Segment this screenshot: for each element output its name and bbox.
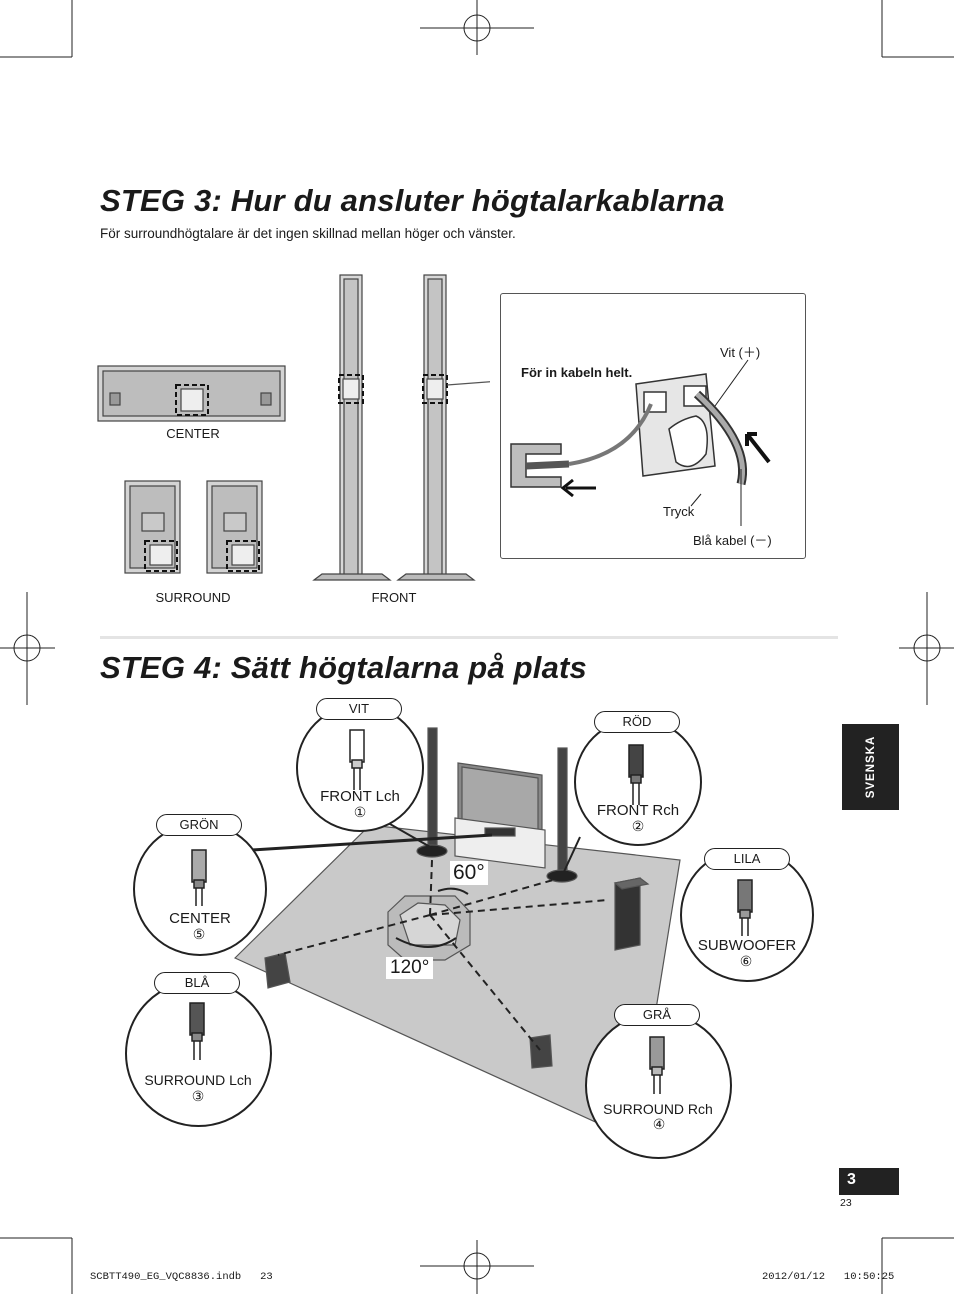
speaker-illustrations (97, 274, 490, 581)
tag-center: GRÖN (156, 814, 242, 836)
step4-title: STEG 4: Sätt högtalarna på plats (100, 650, 587, 685)
tag-front-rch: RÖD (594, 711, 680, 733)
section-number: 3 (847, 1171, 856, 1188)
footer-date: 2012/01/12 10:50:25 (762, 1271, 895, 1283)
label-surround-rch: SURROUND Rch (603, 1101, 713, 1117)
footer-file: SCBTT490_EG_VQC8836.indb 23 (90, 1271, 273, 1283)
connector-icon-purple (737, 879, 753, 936)
caption-front: FRONT (371, 590, 417, 605)
language-tab: SVENSKA (842, 724, 899, 810)
caption-center: CENTER (166, 426, 220, 441)
cable-insertion-inset: För in kabeln helt. Vit (＋) Tryck Blå ka… (500, 293, 806, 559)
page-number: 23 (840, 1197, 852, 1209)
inset-instruction: För in kabeln helt. (521, 365, 633, 380)
tag-subwoofer: LILA (704, 848, 790, 870)
step3-title: STEG 3: Hur du ansluter högtalarkablarna (100, 183, 725, 218)
connector-icon-green (191, 849, 207, 906)
connector-icon-white (349, 729, 365, 790)
section-number-box: 3 (839, 1168, 899, 1195)
tag-surround-rch: GRÅ (614, 1004, 700, 1026)
angle-front: 60° (450, 861, 488, 885)
callout-center (133, 822, 267, 956)
inset-push-label: Tryck (663, 504, 695, 519)
section-divider (100, 636, 838, 639)
caption-surround: SURROUND (155, 590, 231, 605)
label-surround-lch: SURROUND Lch (144, 1072, 252, 1088)
inset-blue-label: Blå kabel (－) (693, 533, 772, 548)
num-center: ⑤ (192, 926, 206, 942)
connector-icon-blue (189, 1002, 205, 1060)
cable-terminal-illustration (510, 359, 771, 526)
num-front-lch: ① (353, 804, 367, 820)
connector-icon-red (628, 744, 644, 805)
num-surround-lch: ③ (191, 1088, 205, 1104)
connector-icon-gray (649, 1036, 665, 1094)
label-center: CENTER (169, 910, 231, 927)
tag-front-lch: VIT (316, 698, 402, 720)
tag-surround-lch: BLÅ (154, 972, 240, 994)
label-front-lch: FRONT Lch (320, 788, 400, 805)
inset-white-label: Vit (＋) (720, 345, 761, 360)
num-front-rch: ② (631, 818, 645, 834)
language-label: SVENSKA (864, 735, 877, 799)
angle-surround: 120° (386, 957, 434, 979)
num-subwoofer: ⑥ (739, 953, 753, 969)
step3-subtitle: För surroundhögtalare är det ingen skill… (100, 226, 516, 241)
room-layout-illustration (233, 727, 681, 1141)
label-front-rch: FRONT Rch (596, 802, 680, 819)
num-surround-rch: ④ (652, 1116, 666, 1132)
label-subwoofer: SUBWOOFER (697, 937, 797, 954)
